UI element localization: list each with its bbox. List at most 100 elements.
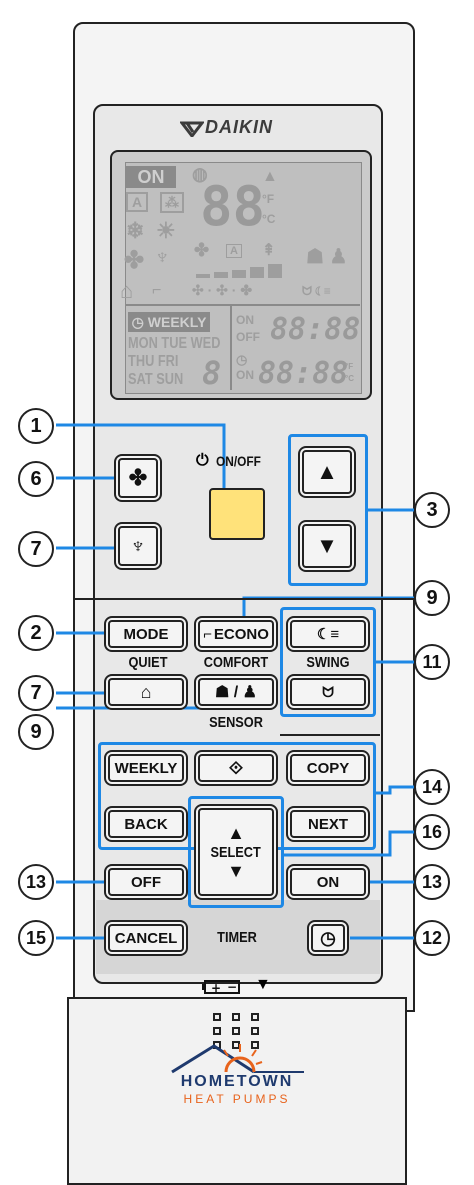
powerful-button[interactable]: ♆ <box>118 526 158 566</box>
lcd-fan-auto-icon: A <box>226 244 242 258</box>
callout-3: 3 <box>414 492 450 528</box>
econo-button[interactable]: ⌐ECONO <box>198 620 274 648</box>
sensor-icon: ☗ / ♟ <box>214 684 258 701</box>
onoff-label: ON/OFF <box>215 453 261 469</box>
lcd-clock-icon: ◷ <box>131 313 144 330</box>
svg-text:−: − <box>227 980 237 994</box>
lcd-unit-c: °C <box>262 212 276 226</box>
timer-off-button[interactable]: OFF <box>108 868 184 896</box>
company-tagline: HEAT PUMPS <box>183 1092 291 1106</box>
onoff-button[interactable] <box>209 488 265 540</box>
battery-icon: +− <box>202 978 242 996</box>
horizontal-swing-icon: ᗢ <box>322 683 334 700</box>
timer-label: TIMER <box>217 929 257 946</box>
fan-button[interactable]: ✤ <box>118 458 158 498</box>
lcd-timer-off: OFF <box>236 330 260 344</box>
svg-text:+: + <box>211 981 221 995</box>
lcd-inner <box>125 162 362 394</box>
program-icon: ⟐ <box>228 757 244 778</box>
callout-9: 9 <box>18 714 54 750</box>
select-group-outline <box>188 796 284 908</box>
temp-group-outline <box>288 434 368 586</box>
vertical-swing-button[interactable]: ☾≡ <box>290 620 366 648</box>
lcd-weekly-text: WEEKLY <box>147 314 207 330</box>
lcd-weekly-badge: ◷WEEKLY <box>128 312 210 332</box>
sensor-button[interactable]: ☗ / ♟ <box>198 678 274 706</box>
select-label: SELECT <box>210 843 262 861</box>
lcd-temperature: 88 <box>200 175 266 238</box>
program-button[interactable]: ⟐ <box>198 754 274 782</box>
callout-11: 11 <box>414 644 450 680</box>
lcd-unit-f-small: °F <box>345 362 354 371</box>
mode-button[interactable]: MODE <box>108 620 184 648</box>
econo-icon: ⌐ <box>203 625 212 643</box>
next-button[interactable]: NEXT <box>290 810 366 838</box>
callout-5: 7 <box>18 531 54 567</box>
callout-13-left: 13 <box>18 864 54 900</box>
cancel-button[interactable]: CANCEL <box>108 924 184 952</box>
lcd-day-digit: 8 <box>202 354 222 392</box>
quiet-button[interactable]: ⌂ <box>108 678 184 706</box>
weekly-button[interactable]: WEEKLY <box>108 754 184 782</box>
callout-1: 1 <box>18 408 54 444</box>
swing-label: SWING <box>306 654 350 671</box>
callout-13-right: 13 <box>414 864 450 900</box>
lcd-divider <box>126 304 360 306</box>
callout-12: 12 <box>414 920 450 956</box>
back-button[interactable]: BACK <box>108 810 184 838</box>
swing-group-outline <box>280 607 376 717</box>
lcd-fan-icon: ✤ <box>124 247 145 274</box>
vertical-swing-icon: ☾≡ <box>316 626 340 643</box>
battery-arrow: ▼ <box>255 976 271 993</box>
power-icon: ⏻ <box>196 452 209 469</box>
lcd-divider-vertical <box>230 306 232 390</box>
econo-label: ECONO <box>213 625 269 643</box>
quiet-label: QUIET <box>128 654 168 671</box>
lcd-fan-speed-icon: ✤ <box>194 240 210 260</box>
lcd-unit-f: °F <box>262 192 275 206</box>
powerful-icon: ♆ <box>129 533 147 558</box>
company-name: HOMETOWN <box>180 1073 294 1090</box>
lcd-clock-on: ON <box>236 368 254 382</box>
select-button[interactable]: ▲ SELECT ▼ <box>198 808 274 896</box>
callout-14: 14 <box>414 769 450 805</box>
daikin-logo-icon <box>178 121 206 139</box>
lcd-econo-icon: ⌐ <box>152 282 162 299</box>
lcd-unit-c-small: °C <box>345 374 354 383</box>
timer-on-button[interactable]: ON <box>290 868 366 896</box>
select-down-icon: ▼ <box>227 860 245 881</box>
clock-icon: ◷ <box>320 927 336 948</box>
lcd-quiet-fan-icon: ⇞ <box>262 242 276 259</box>
callout-2: 2 <box>18 615 54 651</box>
horizontal-swing-button[interactable]: ᗢ <box>290 678 366 706</box>
brand-logo: DAIKIN <box>205 117 273 137</box>
lcd-auto-icon: A <box>126 192 149 212</box>
hometown-logo-icon <box>168 1040 308 1074</box>
section-divider-2 <box>280 734 380 736</box>
lcd-home-icon: ⌂ <box>120 278 134 303</box>
lcd-fan-small-icon: ✣ · ✣ · ✤ <box>192 282 253 298</box>
comfort-label: COMFORT <box>203 654 269 671</box>
copy-button[interactable]: COPY <box>290 754 366 782</box>
sensor-label: SENSOR <box>209 714 263 731</box>
callout-6: 9 <box>414 580 450 616</box>
lcd-dry-icon: ⁂ <box>160 192 184 213</box>
lcd-days-row1: MON TUE WED <box>128 335 221 352</box>
lcd-swing-icon: ᗢ ☾≡ <box>302 284 331 298</box>
lcd-up-indicator-icon: ▲ <box>262 168 278 185</box>
lcd-heat-icon: ☀ <box>156 218 176 243</box>
callout-15: 15 <box>18 920 54 956</box>
lcd-time-1: 88:88 <box>270 312 361 347</box>
lcd-fan-level-bars <box>196 262 286 278</box>
callout-4: 6 <box>18 461 54 497</box>
clock-button[interactable]: ◷ <box>311 924 345 952</box>
section-divider <box>74 598 414 600</box>
callout-7: 7 <box>18 675 54 711</box>
temp-down-button[interactable]: ▼ <box>302 524 352 568</box>
quiet-home-icon: ⌂ <box>140 681 152 702</box>
lcd-thermo-icon: ◍ <box>192 164 208 184</box>
lcd-cool-icon: ❄ <box>126 218 145 243</box>
lcd-timer-on: ON <box>236 313 254 327</box>
fan-icon: ✤ <box>128 465 148 490</box>
temp-up-button[interactable]: ▲ <box>302 450 352 494</box>
